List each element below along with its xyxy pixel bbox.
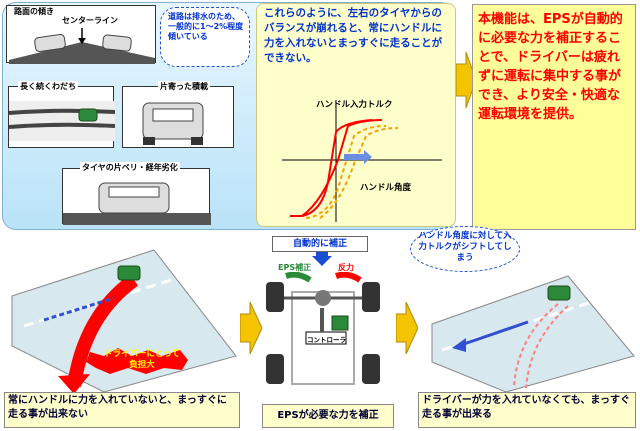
graph-xlabel: ハンドル角度: [360, 183, 412, 193]
tire-box: [62, 168, 211, 225]
load-illustration: [142, 102, 204, 145]
rut-label: 長く続くわだち: [18, 81, 78, 92]
center-caption: EPSが必要な力を補正: [277, 410, 379, 421]
center-caption-box: [262, 404, 394, 428]
center-bottom-arrow: [396, 301, 418, 355]
right-caption-box: [418, 392, 636, 428]
load-box: [122, 86, 234, 148]
feature-summary-box: [472, 4, 636, 230]
load-label: 片寄った積載: [158, 81, 210, 92]
torque-graph: [282, 100, 442, 222]
left-bottom-arrow: [240, 301, 262, 355]
rut-box: [8, 86, 116, 148]
reaction-label: 反力: [338, 263, 354, 272]
tire-label: タイヤの片ベリ・経年劣化: [80, 162, 180, 173]
road-slope-box: [6, 5, 156, 64]
feature-summary-text: 本機能は、EPSが自動的に必要な力を補正することで、ドライバーは疲れずに運転に集…: [478, 12, 623, 122]
top-arrow: [456, 51, 476, 109]
driver-burden-label: ドライバーにとって負担大: [104, 349, 180, 370]
slope-note-bubble: [160, 7, 250, 67]
left-caption: 常にハンドルに力を入れていないと、まっすぐに走る事が出来ない: [8, 395, 227, 420]
right-road-illustration: [431, 275, 635, 393]
road-slope-illustration: [9, 28, 155, 64]
explanation-text: これらのように、左右のタイヤからのバランスが崩れると、常にハンドルに力を入れない…: [264, 7, 443, 64]
eps-correction-label: EPS補正: [278, 263, 312, 272]
center-line-label: センターライン: [62, 16, 118, 25]
burden-star: [86, 348, 188, 374]
tire-illustration: [63, 182, 211, 225]
controller-label: コントローラ: [307, 336, 346, 344]
road-slope-label: 路面の傾き: [14, 7, 54, 16]
steering-chassis-illustration: [266, 272, 380, 385]
rut-illustration: [8, 101, 116, 141]
slope-note: 道路は排水のため、一般的に1～2%程度傾いている: [168, 12, 244, 41]
driver-burden-badge: [84, 346, 192, 376]
graph-ylabel: ハンドル入力トルク: [316, 100, 393, 110]
shift-note-bubble: [410, 226, 520, 272]
correct-arrow: [312, 252, 332, 266]
explanation-panel: [256, 3, 456, 227]
right-caption: ドライバーが力を入れていなくても、まっすぐ走る事が出来る: [422, 395, 630, 420]
auto-correct-label: 自動的に補正: [272, 236, 368, 252]
left-caption-box: [4, 392, 240, 428]
shift-note: ハンドル角度に対して入力トルクがシフトしてしまう: [418, 231, 512, 263]
